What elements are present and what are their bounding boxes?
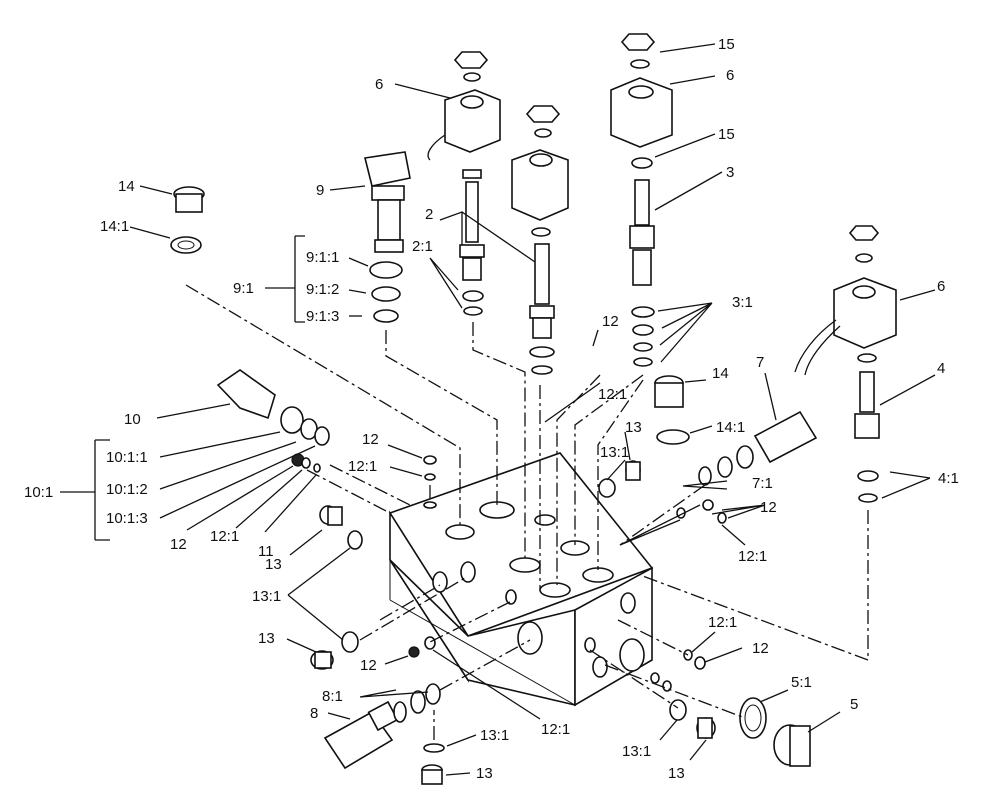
label-12-lower-right: 12 <box>752 640 769 657</box>
valve-8 <box>323 683 441 770</box>
label-6-left: 6 <box>375 76 383 93</box>
valve-7 <box>698 410 818 486</box>
plug-13-bottom-right <box>669 699 716 739</box>
label-14-right: 14 <box>712 365 729 382</box>
label-6-far-right: 6 <box>937 278 945 295</box>
plug-13-bottom <box>421 743 445 785</box>
valve-block <box>388 452 654 707</box>
label-4: 4 <box>937 360 945 377</box>
label-12-1-block-top: 12:1 <box>348 458 377 475</box>
assembly-center-lines <box>185 284 869 740</box>
plug-14-left <box>170 186 205 254</box>
solenoid-coil-far-right <box>794 225 897 503</box>
label-14-1-left: 14:1 <box>100 218 129 235</box>
fittings-right <box>650 499 727 692</box>
fittings-left <box>291 453 437 481</box>
part-labels: 15 6 15 3 6 14 14:1 9 2 2:1 9:1 9:1:1 9:… <box>24 36 959 782</box>
label-13-1-left: 13:1 <box>252 588 281 605</box>
label-10-1-3: 10:1:3 <box>106 510 148 527</box>
label-4-1: 4:1 <box>938 470 959 487</box>
label-6-top-right: 6 <box>726 67 734 84</box>
label-13-1-bottom: 13:1 <box>480 727 509 744</box>
label-14-1-right: 14:1 <box>716 419 745 436</box>
label-12-1-middle: 12:1 <box>541 721 570 738</box>
relief-valve-9 <box>364 151 411 323</box>
label-13-bottom: 13 <box>476 765 493 782</box>
label-13-left-lower: 13 <box>258 630 275 647</box>
label-9-1-3: 9:1:3 <box>306 308 339 325</box>
label-12-left: 12 <box>170 536 187 553</box>
label-9-1: 9:1 <box>233 280 254 297</box>
label-2: 2 <box>425 206 433 223</box>
plug-13-left-upper <box>319 505 363 550</box>
label-7: 7 <box>756 354 764 371</box>
label-13-1-middle: 13:1 <box>600 444 629 461</box>
label-12-1-right: 12:1 <box>738 548 767 565</box>
label-15-mid: 15 <box>718 126 735 143</box>
label-5: 5 <box>850 696 858 713</box>
label-13-middle: 13 <box>625 419 642 436</box>
plug-13-middle <box>598 460 641 498</box>
plug-5 <box>739 697 811 767</box>
label-3-1: 3:1 <box>732 294 753 311</box>
label-10-1-2: 10:1:2 <box>106 481 148 498</box>
label-12-1-top: 12:1 <box>598 386 627 403</box>
label-12-middle: 12 <box>360 657 377 674</box>
label-11: 11 <box>258 543 274 560</box>
label-10: 10 <box>124 411 141 428</box>
label-9-1-2: 9:1:2 <box>306 281 339 298</box>
leader-lines <box>60 43 936 776</box>
label-9: 9 <box>316 182 324 199</box>
label-13-left-upper: 13 <box>265 556 282 573</box>
label-8-1: 8:1 <box>322 688 343 705</box>
label-12-block-top: 12 <box>362 431 379 448</box>
label-5-1: 5:1 <box>791 674 812 691</box>
label-12-top: 12 <box>602 313 619 330</box>
solenoid-coil-middle <box>511 105 569 375</box>
label-13-bottom-right: 13 <box>668 765 685 782</box>
label-14-left: 14 <box>118 178 135 195</box>
fittings-middle <box>408 636 436 658</box>
plug-14-right <box>654 375 690 445</box>
plug-13-left-lower <box>310 631 359 670</box>
solenoid-coil-right-top <box>610 33 673 367</box>
label-8: 8 <box>310 705 318 722</box>
label-3: 3 <box>726 164 734 181</box>
valve-10 <box>216 369 330 446</box>
label-12-1-lower-right: 12:1 <box>708 614 737 631</box>
label-10-1: 10:1 <box>24 484 53 501</box>
label-15-top: 15 <box>718 36 735 53</box>
label-12-1-left: 12:1 <box>210 528 239 545</box>
label-12-right: 12 <box>760 499 777 516</box>
label-7-1: 7:1 <box>752 475 773 492</box>
label-2-1: 2:1 <box>412 238 433 255</box>
label-10-1-1: 10:1:1 <box>106 449 148 466</box>
label-9-1-1: 9:1:1 <box>306 249 339 266</box>
solenoid-coil-left <box>427 51 501 316</box>
label-13-1-bottom-right: 13:1 <box>622 743 651 760</box>
